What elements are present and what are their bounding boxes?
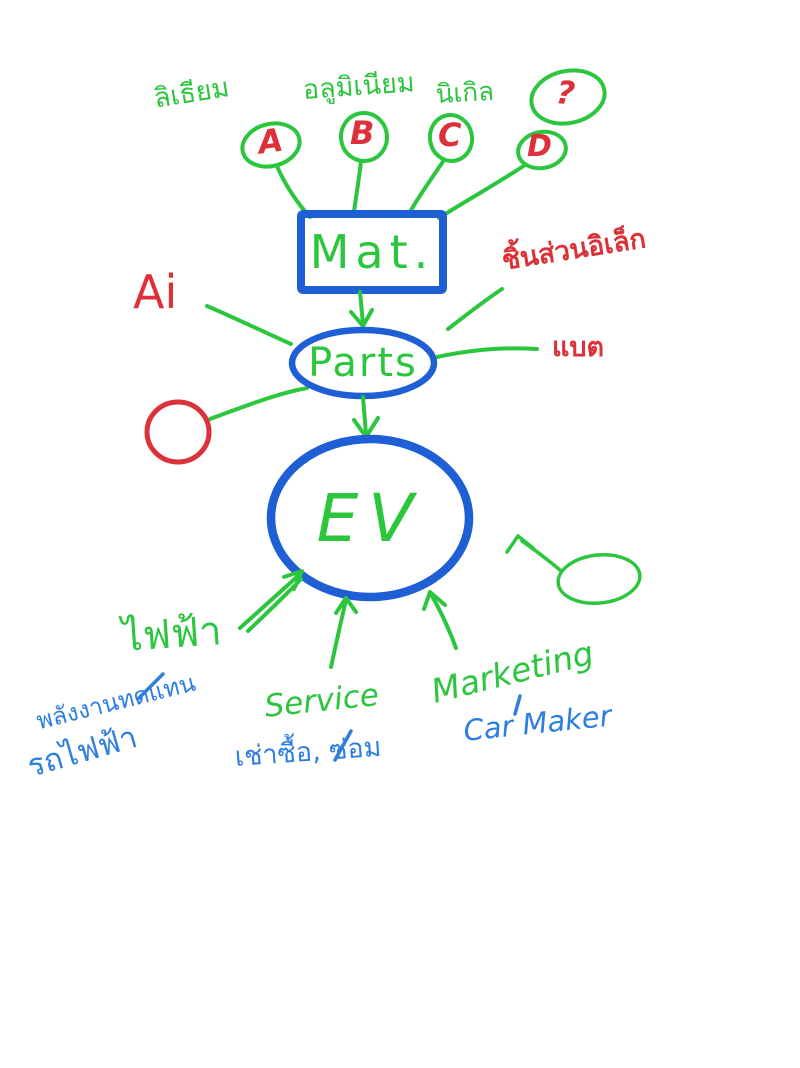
arrow-electricity-ev — [238, 573, 301, 630]
ev-node-label: EV — [271, 439, 469, 597]
line-redcircle-parts — [208, 386, 309, 421]
mini-ellipse-arrow — [505, 534, 642, 606]
node-c-letter: C — [438, 116, 462, 154]
ev-ellipse — [266, 434, 474, 602]
line-c-mat — [408, 158, 446, 214]
node-b-letter: B — [350, 114, 375, 152]
slash-electricity — [137, 672, 165, 700]
parts-links — [205, 287, 539, 421]
line-b-mat — [352, 159, 363, 214]
material-lines — [275, 158, 527, 220]
label-battery: แบต — [552, 332, 605, 363]
mat-text: Mat. — [309, 225, 435, 279]
label-nickel: นิเกิล — [434, 76, 495, 110]
ink-slashes — [137, 672, 522, 762]
label-ai: Ai — [133, 265, 178, 319]
mat-box — [297, 210, 447, 294]
label-unknown: ? — [554, 73, 577, 113]
material-circles — [240, 68, 607, 171]
ev-arrows — [238, 569, 458, 669]
red-circle — [144, 399, 212, 465]
line-ai-parts — [205, 304, 293, 346]
node-a-letter: A — [255, 120, 286, 162]
circle-b — [338, 111, 390, 163]
slash-marketing — [513, 694, 522, 716]
line-parts-electronic — [446, 287, 504, 331]
label-electricity: ไฟฟ้า — [120, 608, 224, 661]
circle-unknown — [529, 68, 607, 126]
node-d-letter: D — [527, 129, 552, 164]
circle-c — [427, 113, 475, 163]
line-d-mat — [437, 163, 527, 220]
arrow-parts-ev — [352, 395, 380, 439]
parts-node-label: Parts — [292, 330, 434, 396]
slash-service — [333, 729, 353, 762]
parts-text: Parts — [308, 340, 418, 386]
mat-node-label: Mat. — [301, 214, 443, 290]
line-parts-battery — [435, 346, 539, 359]
arrow-mat-parts — [349, 290, 374, 328]
line-a-mat — [275, 164, 312, 219]
arrow-service-ev — [329, 598, 348, 669]
ev-text: EV — [316, 479, 424, 557]
arrow-marketing-ev — [429, 592, 458, 650]
mini-ellipse — [556, 552, 642, 606]
circle-d — [516, 129, 568, 171]
